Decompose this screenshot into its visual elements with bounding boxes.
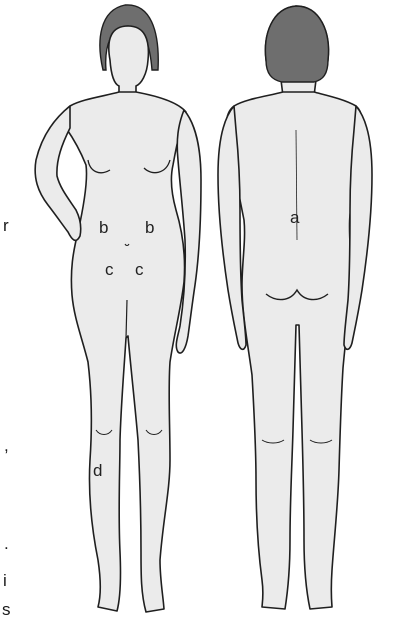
edge-text-comma: , [4,436,9,455]
back-figure [218,6,372,609]
front-body [63,92,186,612]
label-d: d [93,461,102,480]
front-figure [35,5,201,612]
front-head [109,26,149,97]
label-b-left: b [99,218,108,237]
edge-text-s: s [2,600,11,619]
label-b-right: b [145,218,154,237]
label-c-right: c [135,260,144,279]
edge-text-r: r [3,216,9,235]
edge-text-i: i [3,571,7,590]
label-c-left: c [105,260,114,279]
edge-text-dot: . [4,534,9,553]
label-a: a [290,208,300,227]
back-body [226,92,362,609]
back-hair [265,6,328,82]
